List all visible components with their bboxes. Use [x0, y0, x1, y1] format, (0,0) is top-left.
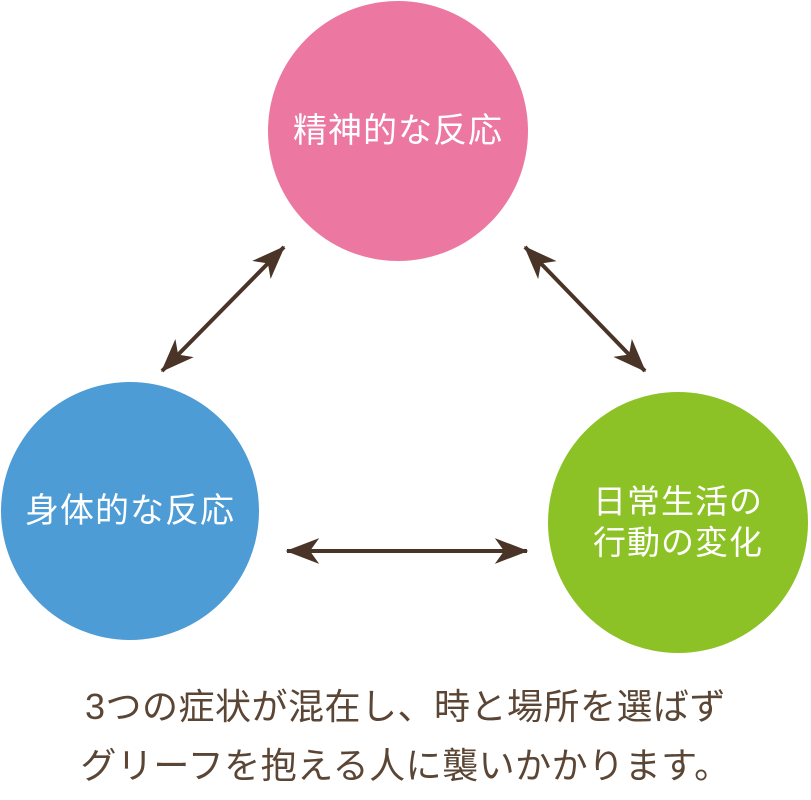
arrow-physical-mental [160, 245, 286, 373]
node-physical-reaction-label: 身体的な反応 [25, 491, 235, 530]
node-daily-behavior-change-label: 日常生活の 行動の変化 [593, 482, 763, 561]
arrow-mental-behavior [523, 245, 647, 373]
node-mental-reaction-label: 精神的な反応 [293, 111, 503, 150]
caption-line-2: グリーフを抱える人に襲いかかります。 [80, 745, 731, 786]
caption: 3つの症状が混在し、時と場所を選ばず グリーフを抱える人に襲いかかります。 [0, 677, 811, 795]
caption-line-1: 3つの症状が混在し、時と場所を選ばず [84, 686, 727, 727]
node-mental-reaction: 精神的な反応 [268, 1, 528, 261]
node-physical-reaction: 身体的な反応 [1, 382, 259, 640]
node-daily-behavior-change: 日常生活の 行動の変化 [548, 392, 808, 653]
